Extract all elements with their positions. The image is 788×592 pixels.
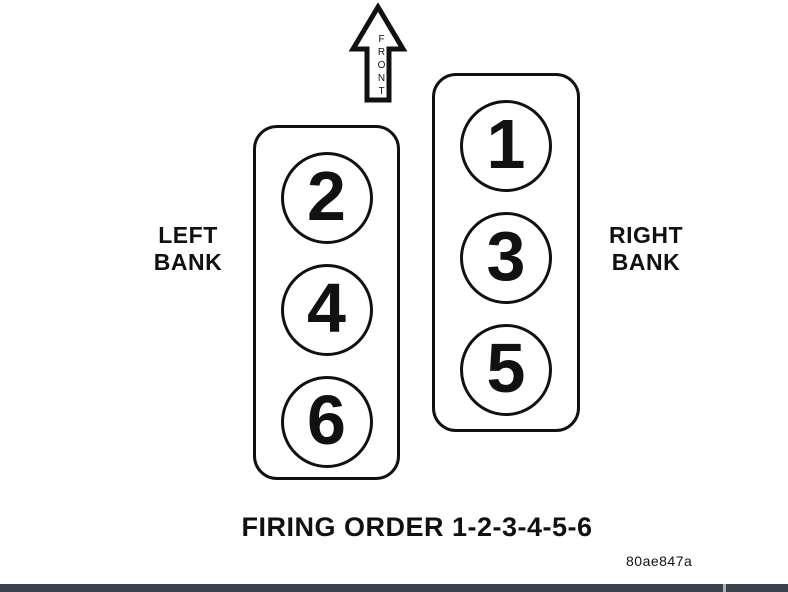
cylinder-5-number: 5 bbox=[486, 329, 526, 407]
right-bank-label: RIGHT BANK bbox=[608, 222, 684, 276]
firing-order-caption: FIRING ORDER 1-2-3-4-5-6 bbox=[241, 512, 593, 542]
left-bank-label: LEFT BANK bbox=[153, 222, 223, 276]
cylinder-6-number: 6 bbox=[307, 381, 346, 459]
cylinder-1-number: 1 bbox=[486, 105, 526, 183]
right-bank: 1 3 5 bbox=[432, 73, 580, 432]
bottom-edge-bar bbox=[0, 584, 788, 592]
left-bank: 2 4 6 bbox=[253, 125, 400, 480]
cylinder-2: 2 bbox=[280, 152, 373, 244]
cylinder-6: 6 bbox=[280, 376, 373, 468]
cylinder-2-number: 2 bbox=[307, 157, 346, 235]
figure-code: 80ae847a bbox=[626, 553, 693, 569]
cylinder-3-number: 3 bbox=[486, 217, 526, 295]
arrow-up-shape bbox=[348, 3, 408, 103]
bottom-bar-notch bbox=[723, 584, 726, 592]
cylinder-4-number: 4 bbox=[307, 269, 346, 347]
cylinder-5: 5 bbox=[460, 324, 552, 416]
cylinder-3: 3 bbox=[460, 212, 552, 304]
front-arrow-label: FRONT bbox=[376, 33, 387, 99]
cylinder-4: 4 bbox=[280, 264, 373, 356]
cylinder-1: 1 bbox=[460, 100, 552, 192]
front-arrow-icon bbox=[348, 3, 408, 103]
